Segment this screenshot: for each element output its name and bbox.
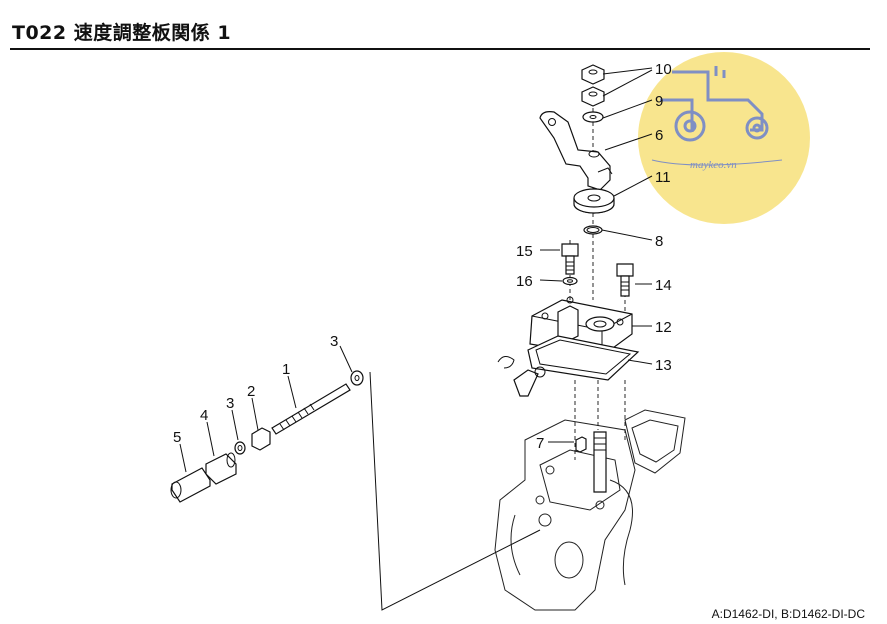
page-title: T022 速度調整板関係 1 xyxy=(12,22,232,44)
callout-16: 16 xyxy=(516,273,533,290)
model-applicability-note: A:D1462-DI, B:D1462-DI-DC xyxy=(711,607,865,621)
leader-lines xyxy=(179,67,653,473)
part-11-thrust-washer xyxy=(573,188,615,214)
callout-10: 10 xyxy=(655,61,672,78)
watermark-swoosh xyxy=(651,159,783,166)
callout-1: 1 xyxy=(282,361,290,378)
callout-14: 14 xyxy=(655,277,672,294)
callout-8: 8 xyxy=(655,233,663,250)
tractor-icon xyxy=(660,66,769,142)
header-bar: T022 速度調整板関係 1 xyxy=(10,14,870,50)
part-10-nut-lower xyxy=(581,86,605,107)
callout-11: 11 xyxy=(655,169,671,186)
part-2-nut xyxy=(251,427,271,451)
callout-2: 2 xyxy=(247,383,255,400)
leader-line-rod-assembly xyxy=(369,371,541,611)
governor-shaft xyxy=(593,431,607,493)
engine-block xyxy=(494,409,686,611)
watermark-circle xyxy=(638,52,810,224)
part-3-washer-lower xyxy=(234,441,246,455)
part-3-washer-upper xyxy=(350,370,364,386)
part-6-speed-lever xyxy=(539,111,613,191)
part-8-o-ring xyxy=(583,225,603,235)
part-4-sleeve xyxy=(205,452,237,485)
callout-3-upper: 3 xyxy=(330,333,338,350)
callout-3-lower: 3 xyxy=(226,395,234,412)
callout-4: 4 xyxy=(200,407,208,424)
callout-12: 12 xyxy=(655,319,672,336)
part-15-bolt xyxy=(561,243,579,275)
callout-6: 6 xyxy=(655,127,663,144)
part-10-nut-top xyxy=(581,64,605,85)
callout-7: 7 xyxy=(536,435,544,452)
part-13-gasket xyxy=(527,335,640,381)
part-16-washer xyxy=(562,276,578,286)
watermark-logo: maykeo.vn xyxy=(638,52,810,224)
part-cotter-pin xyxy=(497,356,546,397)
callout-15: 15 xyxy=(516,243,533,260)
part-1-threaded-rod xyxy=(271,383,351,435)
callout-9: 9 xyxy=(655,93,663,110)
part-5-cap xyxy=(170,467,211,503)
part-9-washer xyxy=(582,111,604,123)
part-14-bolt xyxy=(616,263,634,297)
part-7-key xyxy=(575,436,587,453)
callout-13: 13 xyxy=(655,357,672,374)
callout-5: 5 xyxy=(173,429,181,446)
